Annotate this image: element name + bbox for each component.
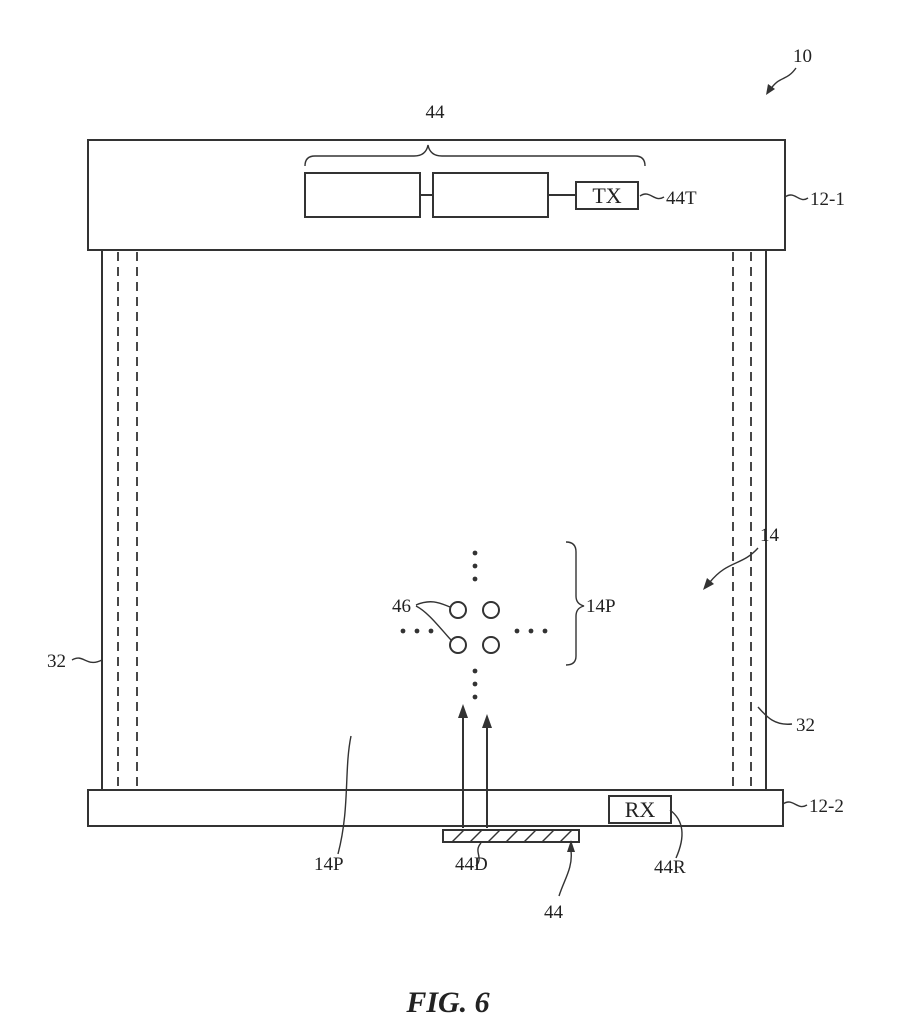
lower-housing-leader bbox=[782, 801, 808, 808]
circles-leader-1 bbox=[415, 601, 451, 608]
strip-right-leader bbox=[757, 706, 793, 725]
display-label: 14 bbox=[760, 525, 780, 546]
upper-housing-leader bbox=[784, 194, 809, 201]
display-leader bbox=[709, 547, 759, 583]
circuitry-brace-top bbox=[304, 144, 646, 167]
circles-leader-2 bbox=[415, 605, 452, 641]
circuitry-label-bottom: 44 bbox=[544, 902, 564, 923]
light-arrow-2-head bbox=[482, 714, 492, 728]
pixels-brace bbox=[565, 541, 585, 666]
circles-label: 46 bbox=[392, 596, 411, 617]
figure-caption: FIG. 6 bbox=[405, 986, 489, 1019]
circuitry-leader-bottom bbox=[558, 850, 572, 897]
circuitry-label-top: 44 bbox=[426, 102, 446, 123]
circuitry-arrowhead-bottom bbox=[567, 840, 575, 852]
receiver-ref-label: 44R bbox=[654, 857, 686, 878]
transmitter-label: TX bbox=[592, 183, 621, 208]
display-arrowhead bbox=[703, 578, 714, 590]
circuit-block-1 bbox=[304, 172, 421, 218]
pixels-label-left: 14P bbox=[314, 854, 344, 875]
receiver-label: RX bbox=[625, 797, 656, 822]
pixel-dots-vertical-top bbox=[472, 550, 478, 582]
pixel-dots-horizontal-right bbox=[514, 628, 548, 634]
strip-left-label: 32 bbox=[47, 651, 66, 672]
receiver-leader bbox=[669, 809, 683, 859]
light-arrow-1-head bbox=[458, 704, 468, 718]
pixel-circle-4 bbox=[482, 636, 500, 654]
pixel-circle-2 bbox=[482, 601, 500, 619]
strip-left-leader bbox=[71, 657, 103, 664]
pixels-label-right: 14P bbox=[586, 596, 616, 617]
detector-44d bbox=[442, 829, 580, 843]
pixels-leader-left bbox=[337, 735, 352, 855]
display-panel bbox=[101, 249, 767, 791]
lower-housing-label: 12-2 bbox=[809, 796, 844, 817]
circuit-block-2 bbox=[432, 172, 549, 218]
transmitter-leader bbox=[639, 193, 665, 200]
pixel-circle-3 bbox=[449, 636, 467, 654]
device-label: 10 bbox=[793, 46, 812, 67]
strip-right-label: 32 bbox=[796, 715, 815, 736]
device-leader bbox=[769, 67, 797, 91]
upper-housing-label: 12-1 bbox=[810, 189, 845, 210]
pixel-circle-1 bbox=[449, 601, 467, 619]
receiver-box bbox=[608, 795, 672, 824]
detector-leader bbox=[475, 842, 482, 867]
transmitter-ref-label: 44T bbox=[666, 188, 697, 209]
transmitter-box bbox=[575, 181, 639, 210]
device-arrowhead bbox=[766, 84, 775, 95]
detector-ref-label: 44D bbox=[455, 854, 488, 875]
lower-housing bbox=[87, 789, 784, 827]
pixel-dots-horizontal-left bbox=[400, 628, 434, 634]
pixel-dots-vertical-bottom bbox=[472, 668, 478, 700]
